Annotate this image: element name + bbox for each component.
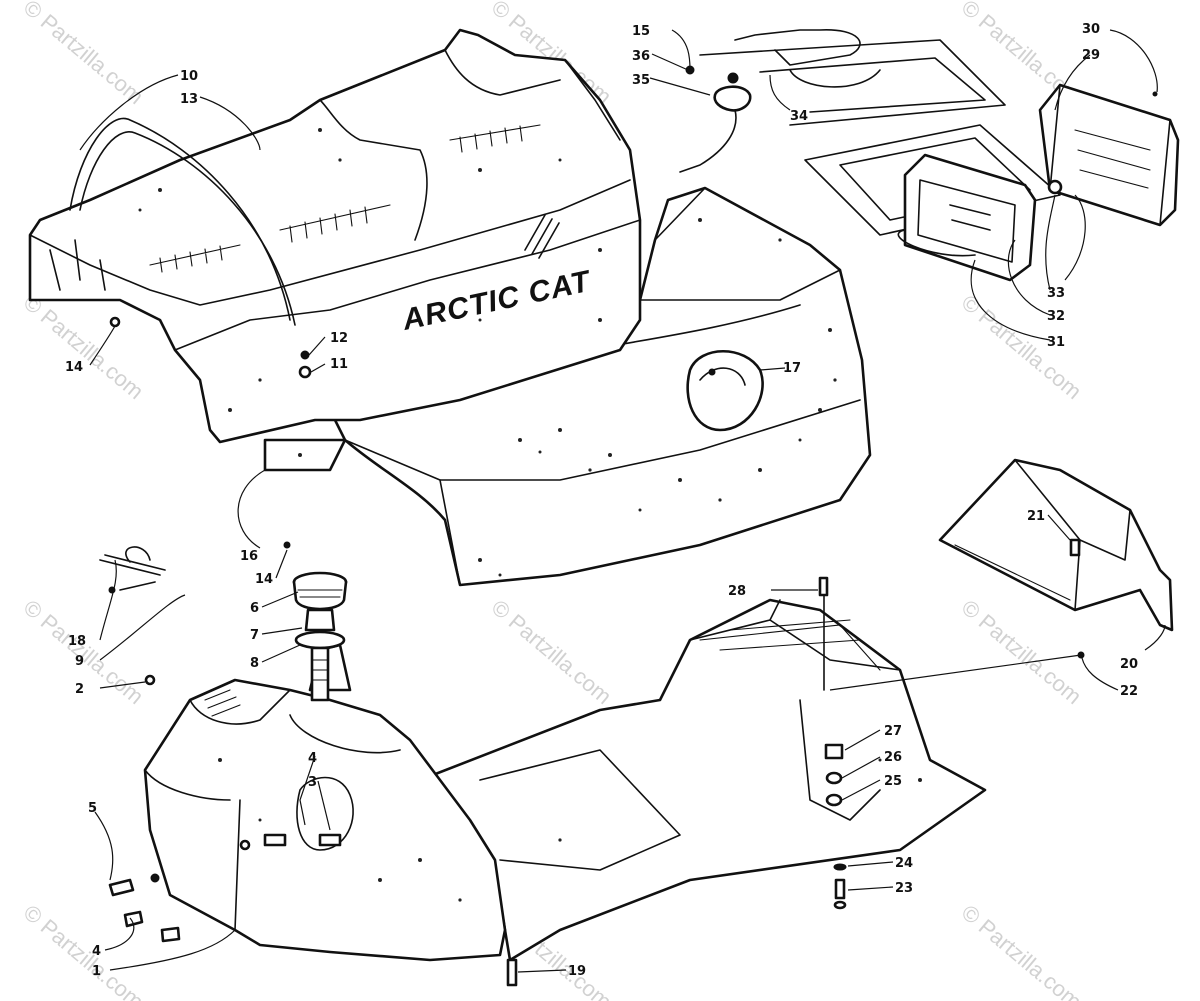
fuel-tank-and-tunnel <box>108 598 987 962</box>
callout-18: 18 <box>68 634 86 649</box>
callout-1: 1 <box>92 964 101 979</box>
callout-29: 29 <box>1082 48 1100 63</box>
callout-13: 13 <box>180 92 198 107</box>
watermark: © Partzilla.com <box>19 0 149 109</box>
callout-20: 20 <box>1120 657 1138 672</box>
callout-25: 25 <box>884 774 902 789</box>
callout-4: 4 <box>92 944 101 959</box>
watermark: © Partzilla.com <box>957 290 1087 404</box>
callout-27: 27 <box>884 724 902 739</box>
callout-17: 17 <box>783 361 801 376</box>
tail-light-assembly <box>679 29 1180 282</box>
callout-5: 5 <box>88 801 97 816</box>
callout-11: 11 <box>330 357 348 372</box>
callout-30: 30 <box>1082 22 1100 37</box>
watermark: © Partzilla.com <box>957 900 1087 1001</box>
callout-3: 3 <box>308 775 317 790</box>
watermark: © Partzilla.com <box>487 595 617 709</box>
callout-16: 16 <box>240 549 258 564</box>
callout-24: 24 <box>895 856 913 871</box>
rear-body-cowl <box>263 186 872 587</box>
leader-lines <box>79 29 1166 973</box>
callout-21: 21 <box>1027 509 1045 524</box>
callout-8: 8 <box>250 656 259 671</box>
callout-31: 31 <box>1047 335 1065 350</box>
callout-23: 23 <box>895 881 913 896</box>
callout-12: 12 <box>330 331 348 346</box>
callout-2: 2 <box>75 682 84 697</box>
callout-labels: 1 2 3 4 4 5 6 7 8 9 10 11 12 13 14 14 15… <box>65 22 1138 979</box>
callout-34: 34 <box>790 109 808 124</box>
callout-10: 10 <box>180 69 198 84</box>
callout-28: 28 <box>728 584 746 599</box>
callout-19: 19 <box>568 964 586 979</box>
callout-9: 9 <box>75 654 84 669</box>
fuel-cap-stack <box>292 571 348 702</box>
callout-36: 36 <box>632 49 650 64</box>
callout-6: 6 <box>250 601 259 616</box>
callout-32: 32 <box>1047 309 1065 324</box>
callout-14: 14 <box>65 360 83 375</box>
callout-22: 22 <box>1120 684 1138 699</box>
callout-35: 35 <box>632 73 650 88</box>
watermark: © Partzilla.com <box>957 595 1087 709</box>
callout-26: 26 <box>884 750 902 765</box>
watermark: © Partzilla.com <box>19 290 149 404</box>
callout-15: 15 <box>632 24 650 39</box>
seat: ARCTIC CAT <box>28 28 642 444</box>
hardware-items <box>99 538 1085 987</box>
callout-7: 7 <box>250 628 259 643</box>
callout-33: 33 <box>1047 286 1065 301</box>
callout-4: 4 <box>308 751 317 766</box>
callout-14: 14 <box>255 572 273 587</box>
